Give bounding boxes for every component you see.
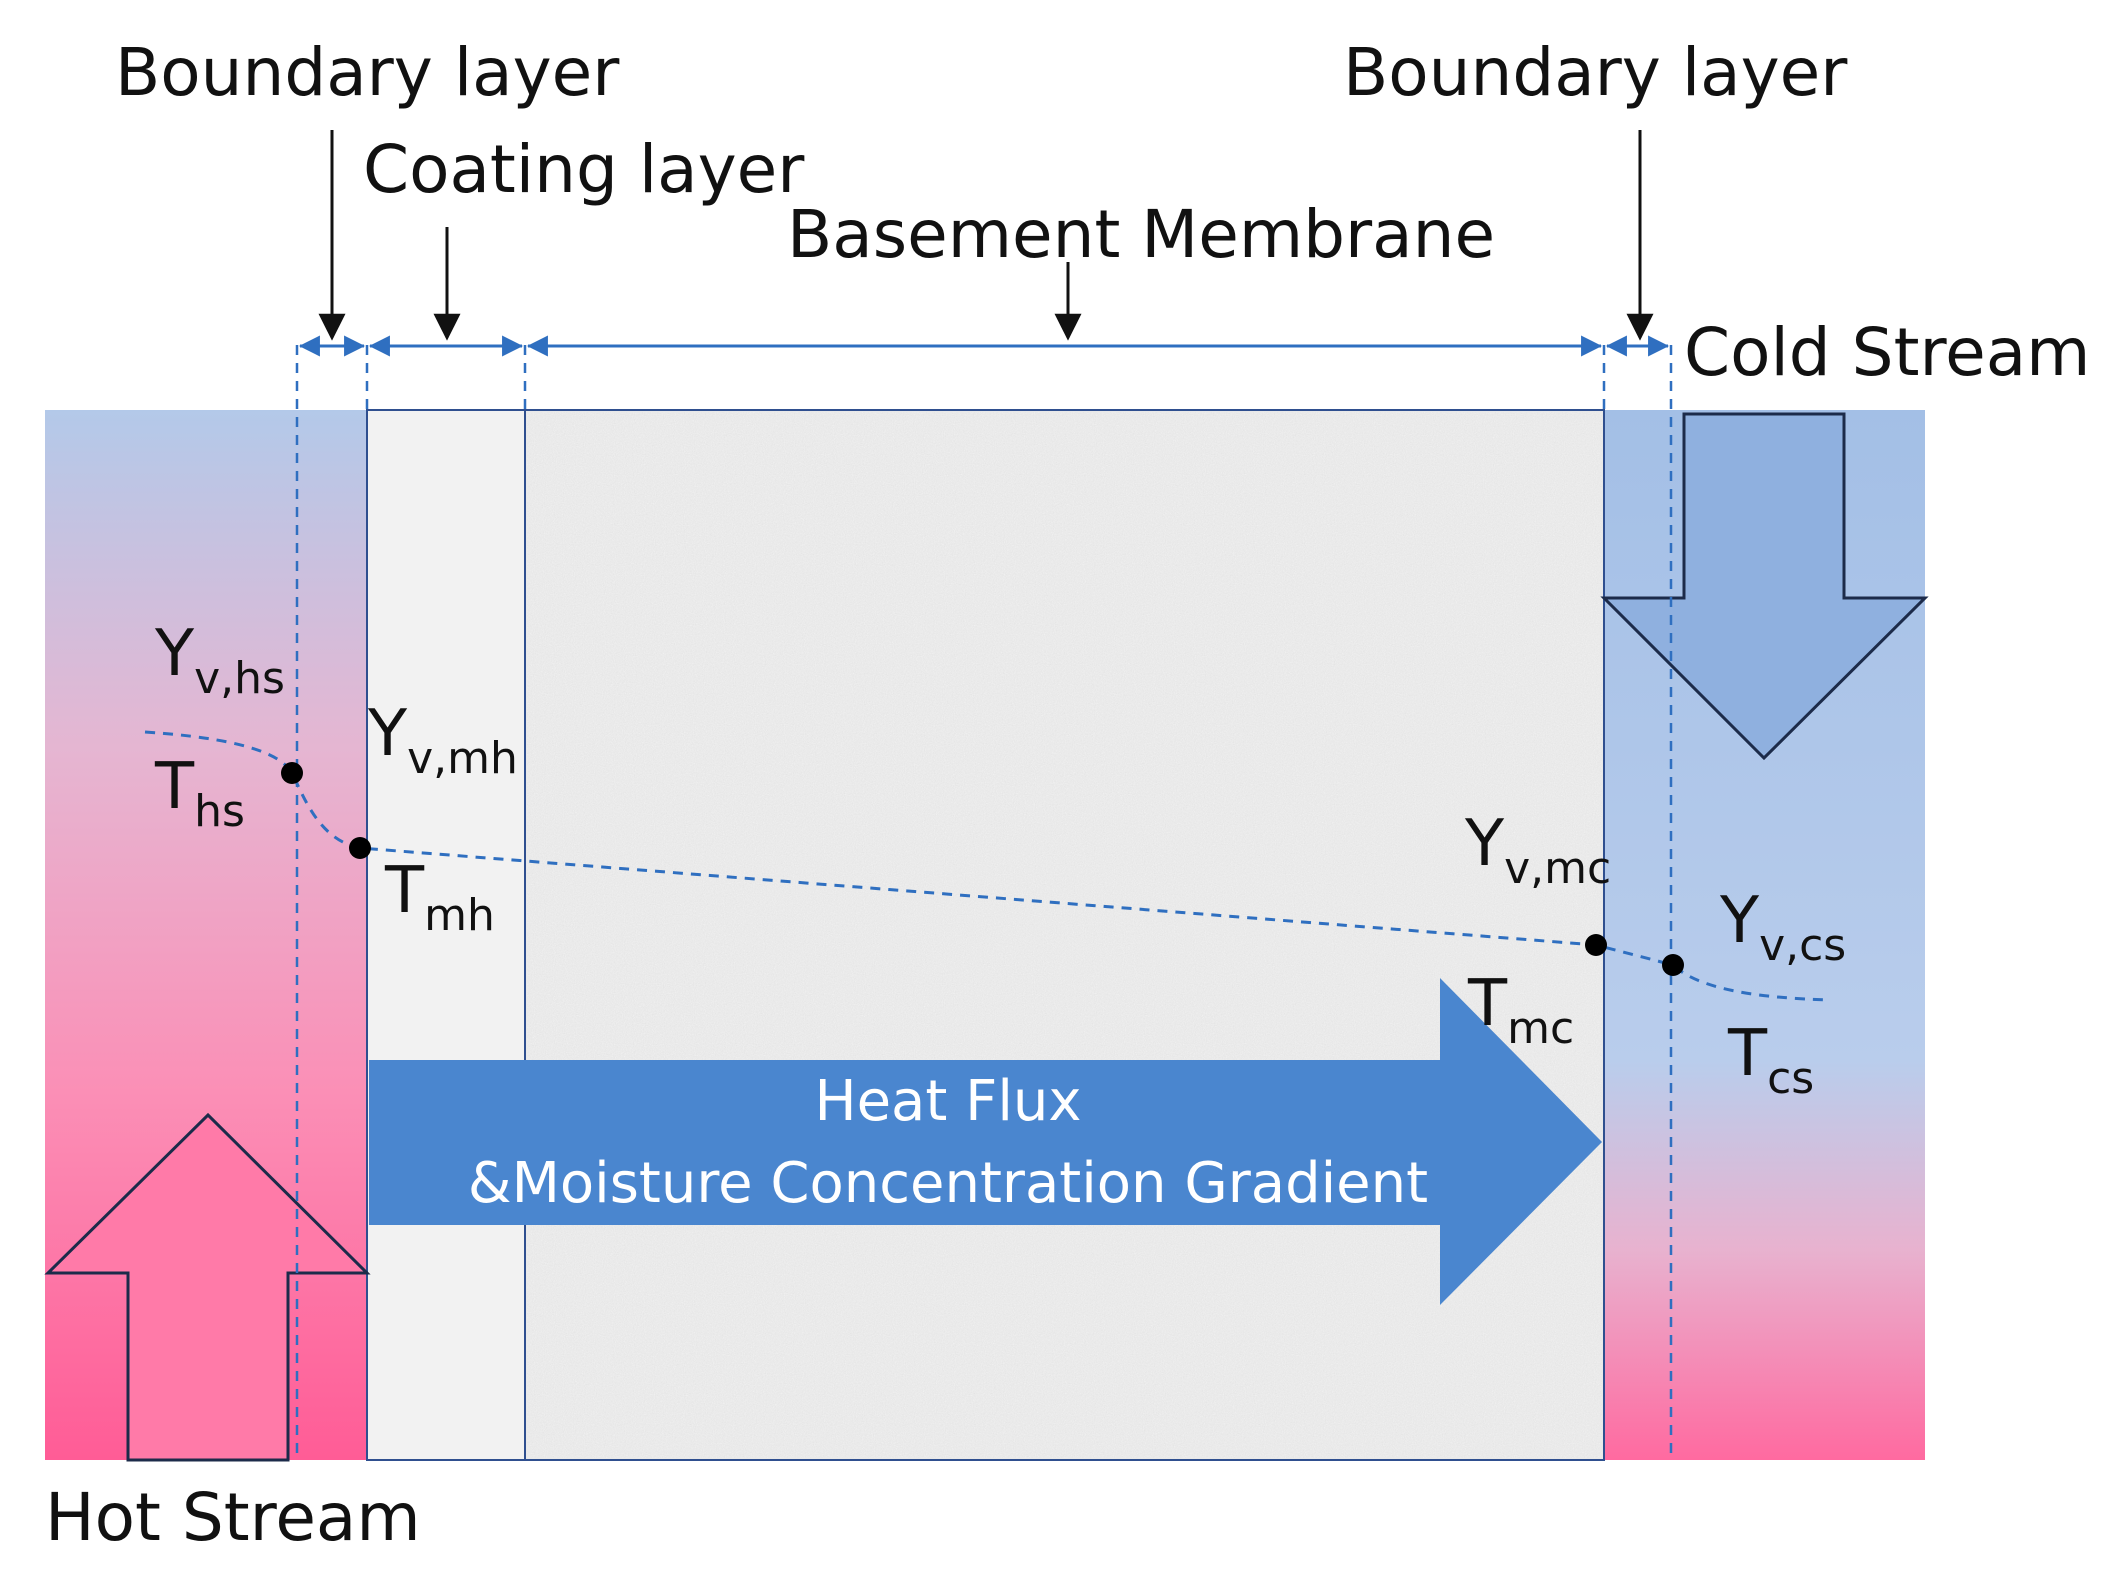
label-pointers — [318, 130, 1654, 341]
boundary-layer-left-label: Boundary layer — [115, 34, 620, 111]
symbol-y-v-mc: Yv,mc — [1464, 807, 1611, 894]
point-membrane-hot — [349, 837, 371, 859]
hot-stream-arrow-icon — [44, 1112, 371, 1462]
heat-flux-arrow-icon — [369, 978, 1602, 1305]
flux-label-line2: &Moisture Concentration Gradient — [468, 1151, 1428, 1216]
point-cold-bulk — [1662, 954, 1684, 976]
symbol-t-cs: Tcs — [1727, 1017, 1814, 1104]
profile-curve — [144, 730, 1831, 1002]
point-hot-bulk — [281, 762, 303, 784]
symbol-t-mh: Tmh — [384, 854, 495, 941]
cold-stream-label: Cold Stream — [1684, 314, 2090, 391]
flux-label-line1: Heat Flux — [814, 1069, 1081, 1134]
symbol-t-hs: Ths — [154, 750, 245, 837]
coating-layer — [366, 409, 526, 1461]
point-membrane-cold — [1585, 934, 1607, 956]
membrane-texture — [527, 412, 1602, 1458]
symbol-y-v-mh: Yv,mh — [367, 697, 518, 784]
coating-layer-label: Coating layer — [363, 131, 805, 208]
symbol-y-v-cs: Yv,cs — [1719, 884, 1846, 971]
boundary-layer-right-label: Boundary layer — [1343, 34, 1848, 111]
hot-stream-label: Hot Stream — [45, 1479, 421, 1556]
boundary-guides — [295, 345, 1673, 1460]
symbol-t-mc: Tmc — [1467, 967, 1574, 1054]
basement-membrane-label: Basement Membrane — [787, 196, 1495, 273]
symbol-y-v-hs: Yv,hs — [154, 617, 285, 704]
